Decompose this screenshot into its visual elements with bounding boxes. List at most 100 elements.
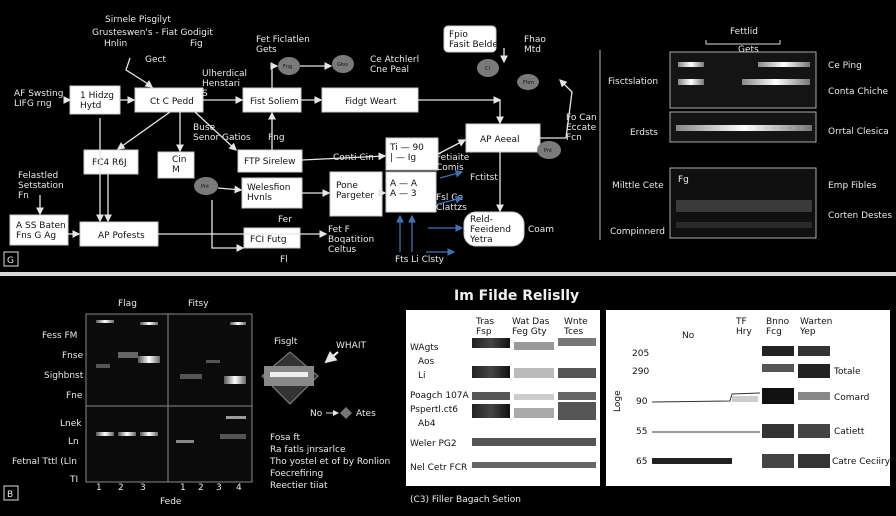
text-line: Celtus — [328, 245, 357, 255]
box-7-label: FTP Sirelew — [244, 157, 295, 167]
text-line: Wat Das — [512, 317, 550, 327]
panel-letter-b: B — [7, 490, 13, 500]
w1-row-5: Pspertl.ct6 — [410, 405, 458, 415]
text-line: Buse — [193, 123, 216, 133]
node-blob-1 — [278, 57, 300, 75]
w1-row-3: Li — [418, 371, 426, 381]
text-line: Felastled — [18, 171, 58, 181]
w2-marker-2: 290 — [632, 367, 649, 377]
pointer-arrow — [324, 350, 339, 364]
text-line: Fpio — [449, 30, 468, 40]
box-3-label: Fist Soliem — [250, 97, 299, 107]
text-line: Mtd — [524, 45, 541, 55]
blot-row-1: Fisctslation — [608, 77, 658, 87]
gel-frame — [85, 313, 253, 483]
text-line: 1 Hidzg — [80, 91, 114, 101]
matrix-bottom — [385, 171, 437, 213]
arrow — [437, 139, 467, 155]
text-line: Hytd — [80, 101, 101, 111]
text-line: Feeidend — [470, 225, 511, 235]
workflow-diagram: Sirnele Pisgilyt Grusteswen's - Fiat God… — [3, 15, 892, 267]
text-line: A — 3 — [390, 189, 417, 199]
matrix-top-label: Ti — 90| — Ig — [389, 143, 424, 163]
gel-row-3: Sighbnst — [44, 371, 84, 381]
box-12-label: AP Aeeal — [480, 135, 520, 145]
text-line: Wnte — [564, 317, 588, 327]
note-1: Fosa ft — [270, 433, 300, 443]
text-line: Cin — [172, 155, 187, 165]
text-line: Pargeter — [336, 191, 374, 201]
box-5 — [83, 149, 139, 175]
text-line: Fcg — [766, 327, 782, 337]
node-blob-5 — [194, 177, 218, 195]
w1-row-8: Nel Cetr FCR — [410, 463, 467, 473]
w2-right-1: Totale — [833, 367, 861, 377]
annotation-14: Coam — [528, 225, 554, 235]
gel-tick: 2 — [118, 483, 124, 493]
arrow-blue — [437, 195, 464, 205]
w1-caption: (C3) Filler Bagach Setion — [410, 495, 521, 505]
arrow-blue — [439, 169, 464, 179]
gel-col-1: Flag — [118, 299, 137, 309]
box-4-label: Fidgt Weart — [345, 97, 397, 107]
text-line: Ce Atchlerl — [370, 55, 419, 65]
node-blob-2-label: Gtss — [337, 62, 348, 68]
box-13 — [463, 211, 525, 247]
gel-row-1: Fess FM — [42, 331, 77, 341]
text-line: Reld- — [470, 215, 493, 225]
blot-subheader: Gets — [738, 45, 759, 55]
arrow — [116, 111, 171, 150]
note-4: Foecrefiring — [270, 469, 323, 479]
w1-row-6: Ab4 — [418, 419, 436, 429]
gel-row-7: Fetnal Tttl (Lln — [12, 457, 77, 467]
blot-bands — [676, 62, 812, 228]
annotation-16: Fer — [278, 215, 292, 225]
arrow — [194, 111, 237, 151]
w1-row-1: WAgts — [410, 343, 439, 353]
blot-header: Fettlid — [730, 27, 758, 37]
text-line: AF Swsting — [14, 89, 63, 99]
w2-right-3: Catiett — [834, 427, 865, 437]
gel-tick: 3 — [140, 483, 146, 493]
workflow-panel: Sirnele Pisgilyt Grusteswen's - Fiat God… — [3, 15, 893, 267]
arrow — [301, 152, 387, 161]
panel-divider — [0, 272, 896, 276]
gel-tick: 1 — [96, 483, 102, 493]
text-line: Gets — [256, 45, 277, 55]
text-line: Pone — [336, 181, 358, 191]
gel-tick: 2 — [198, 483, 204, 493]
arrow — [211, 200, 245, 252]
text-line: Ti — 90 — [389, 143, 424, 153]
gel-tick: 3 — [216, 483, 222, 493]
box-1 — [69, 85, 121, 115]
w2-marker-1: 205 — [632, 349, 649, 359]
text-line: Yetra — [469, 235, 493, 245]
blot-row-4: Compinnerd — [610, 227, 665, 237]
text-line: Yep — [799, 327, 816, 337]
gel-col-2: Fitsy — [188, 299, 209, 309]
header-note-3: Hnlin — [104, 39, 127, 49]
text-line: Eccate — [566, 123, 597, 133]
node-blob-6-label: Pnt — [544, 148, 552, 154]
arrow — [217, 185, 243, 194]
w2-y-label: Loge — [613, 390, 623, 412]
text-line: Clattzs — [436, 203, 467, 213]
gel-ticks: 1 2 3 1 2 3 4 — [96, 483, 242, 493]
w2-marker-3: 90 — [636, 397, 648, 407]
gel-row-5: Lnek — [60, 419, 82, 429]
text-line: Fhao — [524, 35, 546, 45]
text-line: Warten — [800, 317, 832, 327]
node-blob-2 — [332, 55, 354, 73]
arrow — [540, 79, 573, 139]
text-line: Fns G Ag — [16, 231, 56, 241]
node-blob-4-label: Fhm — [523, 80, 534, 86]
